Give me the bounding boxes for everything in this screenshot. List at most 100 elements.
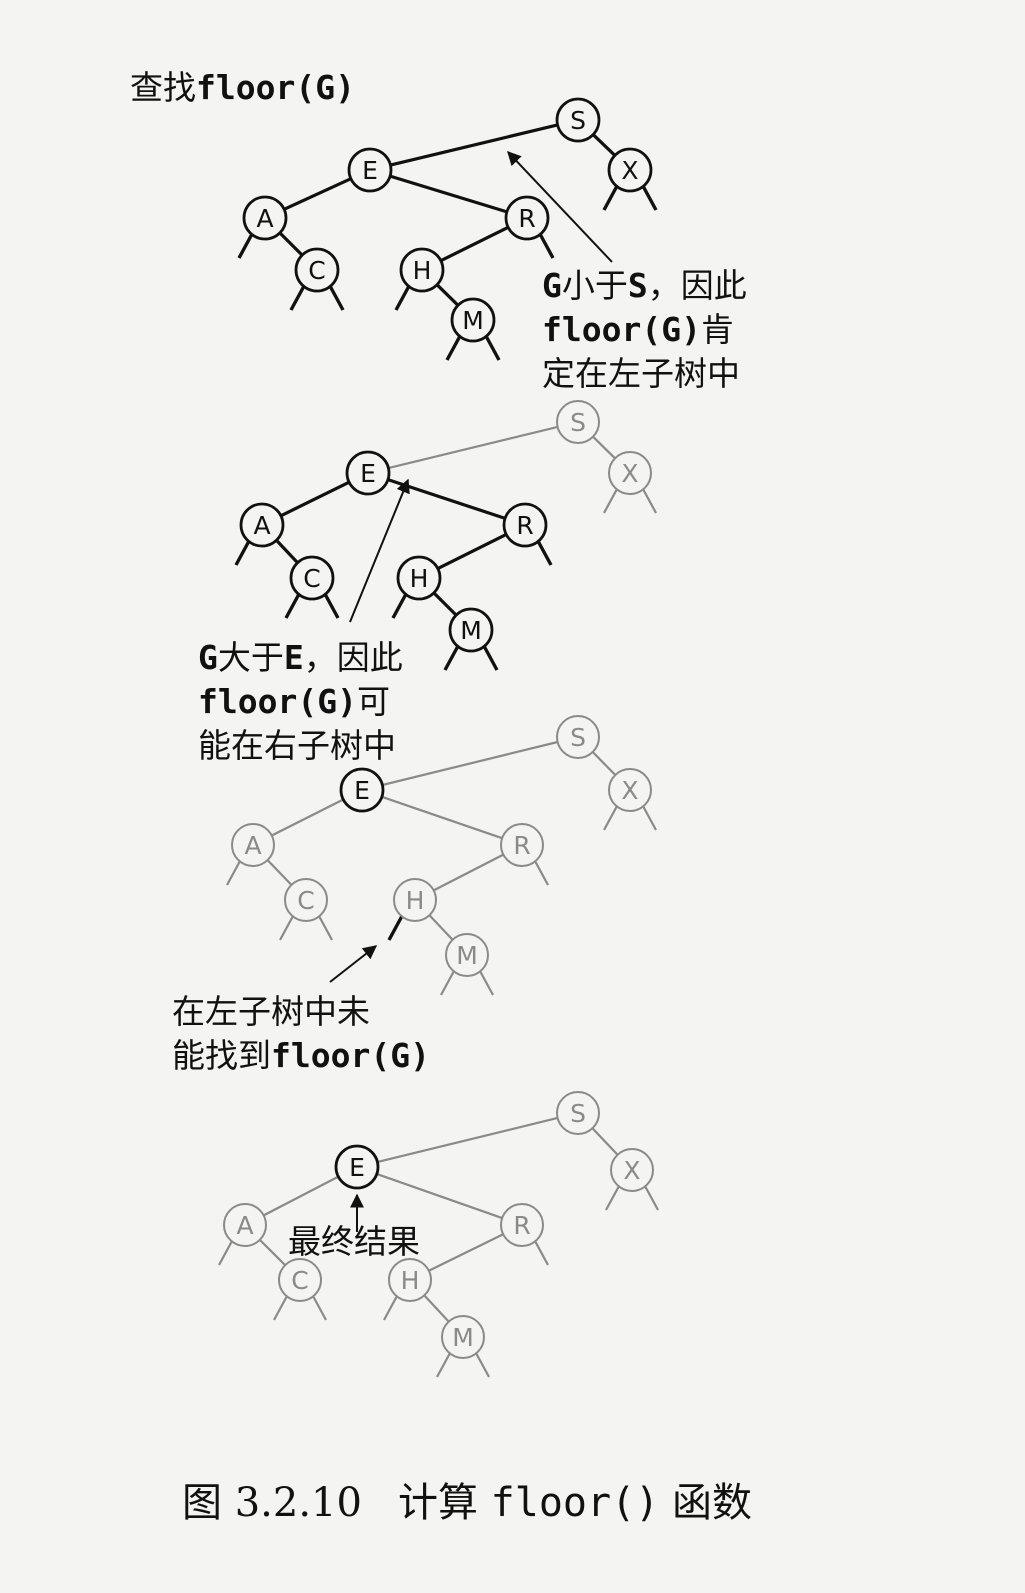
node-label: S [570,106,586,135]
null-link-H-left [391,593,408,619]
edge-S-X [592,435,616,460]
edge-R-H [437,532,507,571]
step1-annotation-line3: 定在左子树中 [542,354,740,393]
node-label: M [452,1323,474,1352]
node-E: E [345,450,391,496]
null-link-M-right [484,335,501,361]
node-circle [223,1203,267,1247]
null-link-R-right [534,860,549,886]
edge-S-X [591,1127,619,1156]
node-circle [556,715,600,759]
node-S: S [556,400,600,444]
edge-H-M [428,914,454,941]
arrow-step3 [329,945,378,983]
node-H: H [399,247,445,293]
edge-A-C [266,859,293,886]
step2-annotation: G大于E，因此 floor(G)可 能在右子树中 [198,636,403,768]
null-link-R-right [536,540,553,566]
node-E: E [339,767,385,813]
arrow-step1 [507,150,613,263]
node-label: S [570,408,586,437]
node-circle [231,823,275,867]
node-circle [242,195,288,241]
node-circle [393,878,437,922]
step1-annotation-line2: floor(G)肯 [542,310,734,349]
null-link-X-left [602,185,619,211]
edge-E-R [389,174,508,214]
node-circle [289,555,335,601]
edge-A-C [275,539,299,564]
node-label: E [349,1153,365,1182]
node-S: S [556,715,600,759]
node-circle [608,451,652,495]
null-link-A-left [218,1240,233,1266]
node-label: H [401,1266,420,1295]
node-circle [448,607,494,653]
null-link-X-right [642,805,657,831]
node-circle [388,1258,432,1302]
null-link-X-right [644,1185,659,1211]
node-A: A [239,502,285,548]
node-label: R [513,831,530,860]
node-S: S [555,97,601,143]
node-R: R [500,1203,544,1247]
node-R: R [502,502,548,548]
null-link-C-left [273,1295,288,1321]
node-label: A [236,1211,253,1240]
node-X: X [608,451,652,495]
node-C: C [289,555,335,601]
step1-title: 查找floor(G) [130,68,355,107]
node-label: X [621,776,638,805]
node-circle [396,555,442,601]
node-R: R [504,195,550,241]
node-label: R [516,511,533,540]
node-circle [345,450,391,496]
node-circle [504,195,550,241]
node-circle [556,400,600,444]
node-label: A [253,511,270,540]
edge-E-A [263,1175,339,1217]
node-label: X [621,156,638,185]
node-label: X [623,1156,640,1185]
node-A: A [231,823,275,867]
step1-annotation-line1: G小于S，因此 [542,266,747,305]
node-label: E [354,776,370,805]
node-circle [294,247,340,293]
step3-annotation-line2: 能找到floor(G) [172,1036,430,1075]
edge-S-E [382,740,558,787]
node-circle [278,1258,322,1302]
node-M: M [448,607,494,653]
edge-E-A [280,480,350,518]
edge-A-C [259,1239,286,1266]
null-link-H-left [394,285,411,311]
node-circle [607,147,653,193]
edge-E-A [271,798,344,837]
edge-E-A [283,177,352,211]
node-circle [239,502,285,548]
null-link-M-left [440,970,455,996]
null-link-C-right [318,915,333,941]
null-link-X-left [603,488,618,514]
node-label: E [360,459,376,488]
node-label: A [256,204,273,233]
step1-annotation: G小于S，因此 floor(G)肯 定在左子树中 [542,264,747,396]
node-label: S [570,723,586,752]
edge-S-E [390,123,558,167]
null-link-M-left [445,335,462,361]
node-circle [608,768,652,812]
edge-H-M [423,1294,450,1323]
node-circle [502,502,548,548]
node-circle [555,97,601,143]
null-link-M-right [479,970,494,996]
null-link-C-right [312,1295,327,1321]
node-label: E [362,156,378,185]
edge-E-R [376,1172,503,1220]
caption-text-before: 计算 [397,1480,478,1526]
null-link-A-left [237,233,254,259]
null-link-M-right [482,645,499,671]
node-X: X [610,1148,654,1192]
node-circle [441,1315,485,1359]
